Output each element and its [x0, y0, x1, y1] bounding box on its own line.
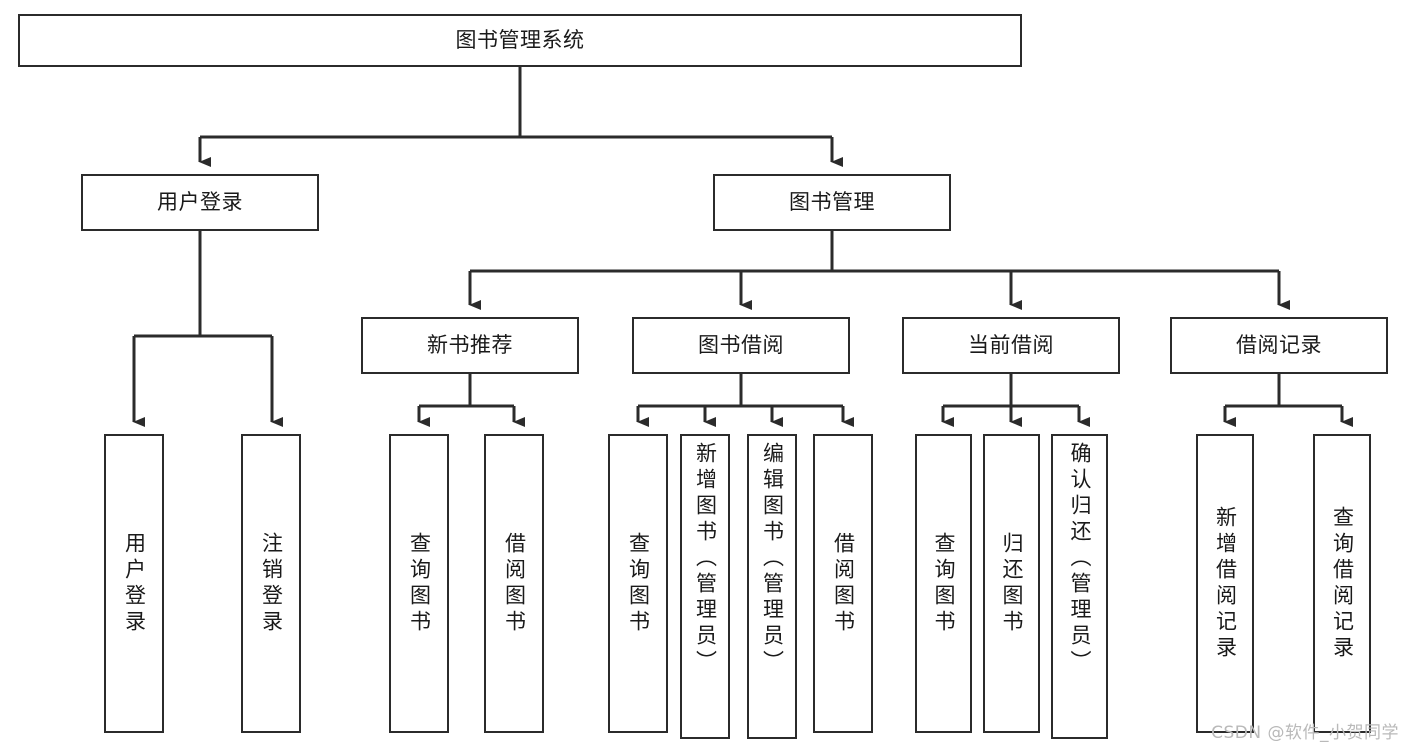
- leaf-query-book-1[interactable]: 查询图书: [389, 434, 449, 733]
- watermark-credit: CSDN @软件_小贺同学: [1211, 723, 1399, 743]
- leaf-confirm-return-admin[interactable]: 确认归还（管理员）: [1051, 434, 1108, 739]
- leaf-query-book-2[interactable]: 查询图书: [608, 434, 668, 733]
- leaf-query-book-3[interactable]: 查询图书: [915, 434, 972, 733]
- leaf-add-book-admin[interactable]: 新增图书（管理员）: [680, 434, 730, 739]
- node-user-login[interactable]: 用户登录: [81, 174, 319, 231]
- leaf-borrow-book-2[interactable]: 借阅图书: [813, 434, 873, 733]
- leaf-borrow-book-1[interactable]: 借阅图书: [484, 434, 544, 733]
- node-current-borrow[interactable]: 当前借阅: [902, 317, 1120, 374]
- leaf-add-borrow-record[interactable]: 新增借阅记录: [1196, 434, 1254, 733]
- node-borrow-record[interactable]: 借阅记录: [1170, 317, 1388, 374]
- leaf-user-login[interactable]: 用户登录: [104, 434, 164, 733]
- node-book-manage[interactable]: 图书管理: [713, 174, 951, 231]
- leaf-return-book[interactable]: 归还图书: [983, 434, 1040, 733]
- node-new-book-rec[interactable]: 新书推荐: [361, 317, 579, 374]
- leaf-logout[interactable]: 注销登录: [241, 434, 301, 733]
- leaf-edit-book-admin[interactable]: 编辑图书（管理员）: [747, 434, 797, 739]
- leaf-query-borrow-record[interactable]: 查询借阅记录: [1313, 434, 1371, 733]
- node-book-borrow[interactable]: 图书借阅: [632, 317, 850, 374]
- node-root[interactable]: 图书管理系统: [18, 14, 1022, 67]
